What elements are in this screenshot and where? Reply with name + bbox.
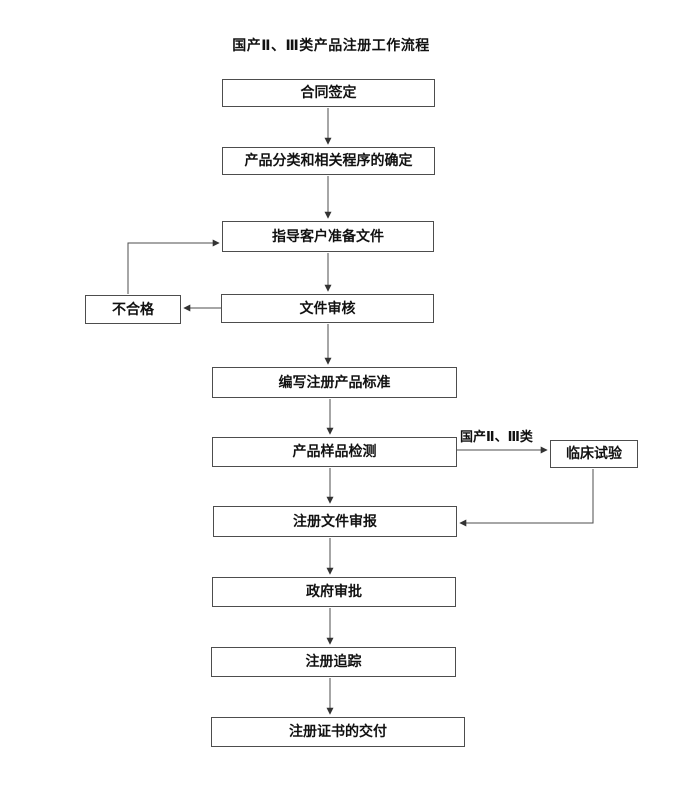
node-contract-signing: 合同签定 bbox=[222, 79, 435, 107]
diagram-title: 国产Ⅱ、Ⅲ类产品注册工作流程 bbox=[232, 38, 430, 54]
node-registration-tracking: 注册追踪 bbox=[211, 647, 456, 677]
node-product-classification: 产品分类和相关程序的确定 bbox=[222, 147, 435, 175]
edge-label-domestic-class-2-3: 国产Ⅱ、Ⅲ类 bbox=[460, 430, 533, 445]
node-guide-client-documents: 指导客户准备文件 bbox=[222, 221, 434, 252]
node-certificate-delivery: 注册证书的交付 bbox=[211, 717, 465, 747]
node-product-sample-testing: 产品样品检测 bbox=[212, 437, 457, 467]
node-document-review: 文件审核 bbox=[221, 294, 434, 323]
node-write-product-standard: 编写注册产品标准 bbox=[212, 367, 457, 398]
node-government-approval: 政府审批 bbox=[212, 577, 456, 607]
node-registration-document-submission: 注册文件审报 bbox=[213, 506, 457, 537]
node-unqualified: 不合格 bbox=[85, 295, 181, 324]
node-clinical-trial: 临床试验 bbox=[550, 440, 638, 468]
